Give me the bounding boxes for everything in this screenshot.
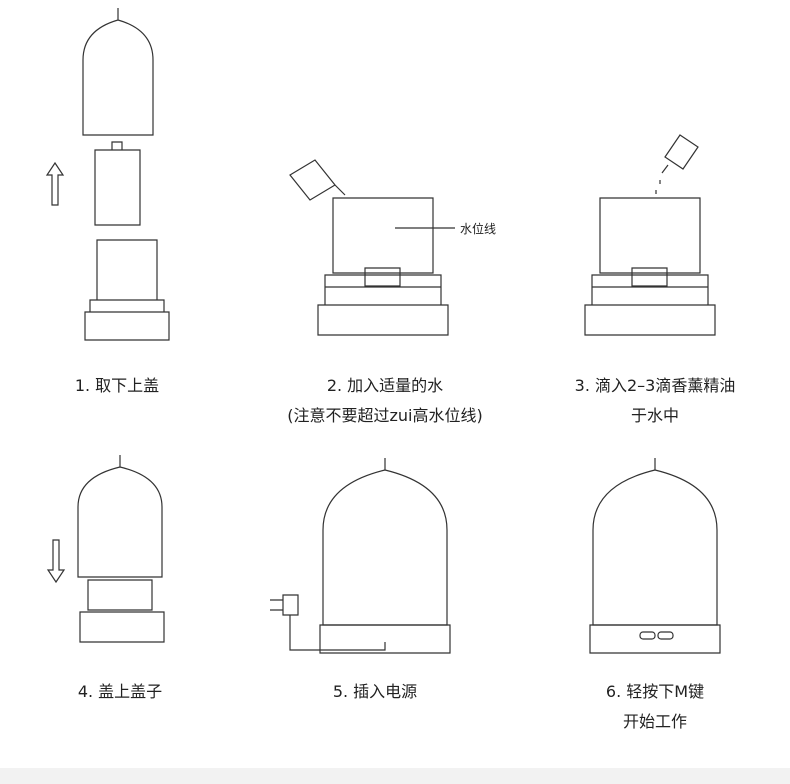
base [319,624,451,654]
step1-drawing [45,8,170,341]
base [84,239,170,341]
step5-caption: 5. 插入电源 [245,682,505,702]
m-button [639,631,656,640]
down-arrow-icon [46,539,66,584]
caption-line: 4. 盖上盖子 [77,682,163,701]
water-level-label: 水位线 [460,222,497,236]
power-adapter-icon [270,594,386,651]
caption-line: (注意不要超过zui高水位线) [287,406,483,425]
diffuser-cover [322,458,448,626]
caption-line: 1. 取下上盖 [74,376,160,395]
step5-drawing [270,458,451,654]
inner-cup [94,141,141,226]
top-cover [82,8,154,136]
step4-caption: 4. 盖上盖子 [0,682,250,702]
step6-drawing [589,458,721,654]
base [317,274,449,336]
base [79,579,165,643]
up-arrow-icon [45,161,65,206]
oil-drops [655,180,661,194]
oil-bottle [661,134,699,174]
light-button [657,631,674,640]
bottom-strip [0,768,790,784]
caption-line: 6. 轻按下M键 [605,682,705,701]
caption-line: 3. 滴入2–3滴香薰精油 [574,376,736,395]
caption-line: 于水中 [630,406,679,425]
caption-line: 开始工作 [622,712,687,731]
water-jug [289,159,346,201]
base [589,624,721,654]
top-cover [77,455,163,578]
diffuser-cover [592,458,718,626]
step6-caption: 6. 轻按下M键开始工作 [525,682,785,732]
tank [332,197,434,287]
step3-caption: 3. 滴入2–3滴香薰精油于水中 [525,376,785,426]
caption-line: 5. 插入电源 [332,682,418,701]
base [584,274,716,336]
step4-drawing [46,455,165,643]
tank [599,197,701,287]
step2-caption: 2. 加入适量的水 (注意不要超过zui高水位线) [255,376,515,426]
step2-drawing [289,159,455,336]
step1-caption: 1. 取下上盖 [0,376,247,396]
caption-line: 2. 加入适量的水 [326,376,444,395]
step3-drawing [584,134,716,336]
